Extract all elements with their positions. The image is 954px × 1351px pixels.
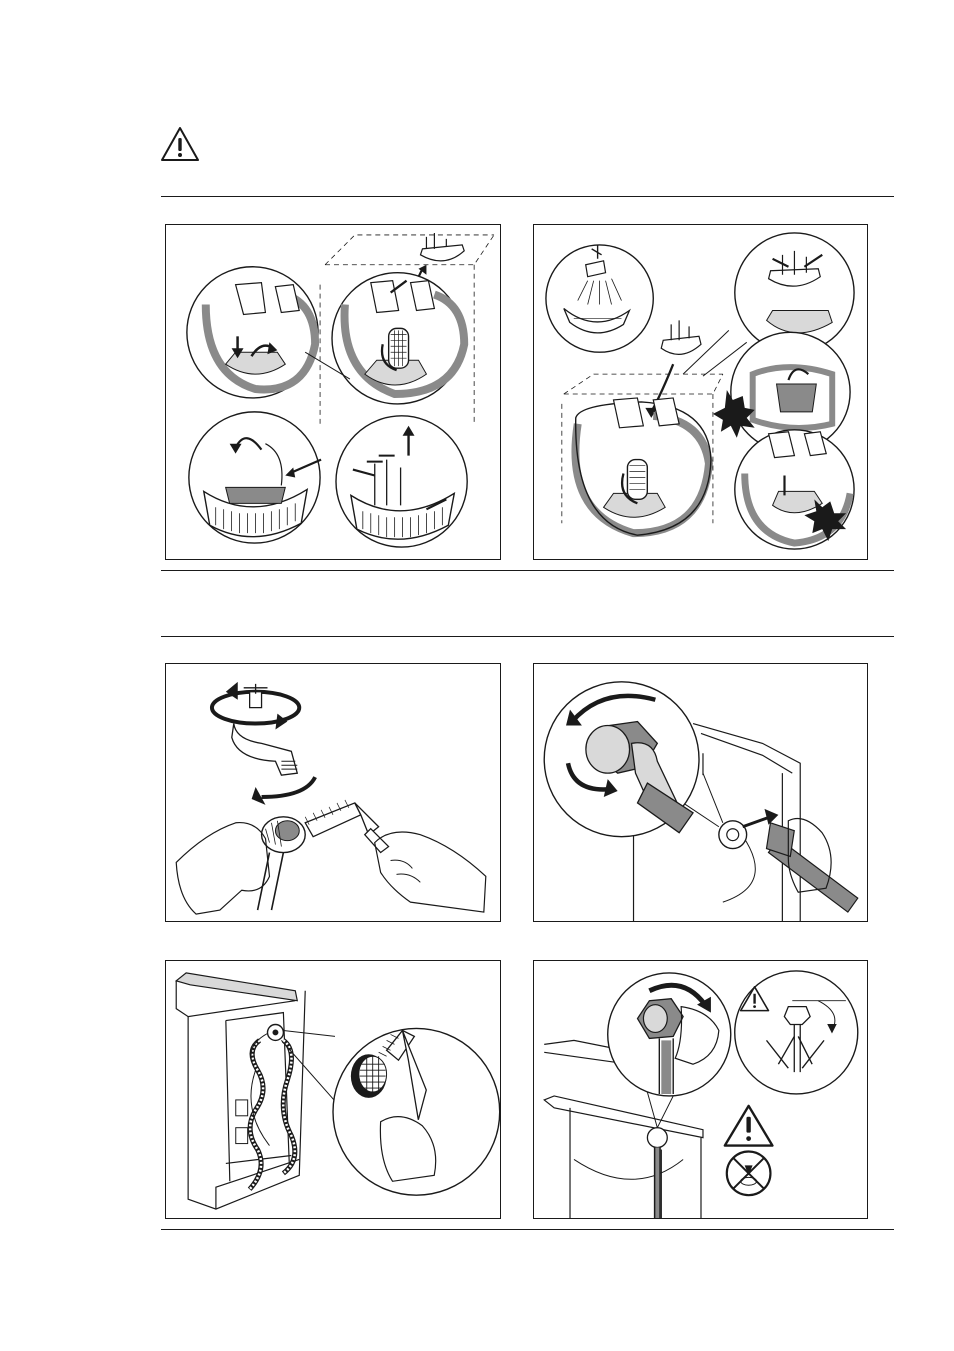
divider-mid-2 [161,636,894,637]
figure-valve-filter-brush [165,960,501,1219]
warning-triangle-icon [725,1106,773,1146]
figure-hose-reconnect [533,960,868,1219]
filter-basket-icon [420,233,464,261]
figure-tap-filter-clean [165,663,501,922]
divider-top [161,196,894,197]
divider-mid-1 [161,570,894,571]
hose-connector-icon [258,817,306,910]
warning-triangle-icon [160,126,200,162]
filter-basket-icon [661,320,701,354]
valve-filter-icon [351,1054,387,1098]
figure-hose-unscrew [533,663,868,922]
divider-bottom [161,1229,894,1230]
brush-icon [305,800,388,853]
no-tool-icon [727,1152,771,1196]
arrow-right-icon [743,817,771,827]
tap-shower-icon [546,245,653,352]
hose-icon [766,823,857,912]
figure-pump-filter-rinse-refit [533,224,868,560]
rotate-arrow-icon [262,777,316,797]
figure-pump-filter-removal [165,224,501,560]
